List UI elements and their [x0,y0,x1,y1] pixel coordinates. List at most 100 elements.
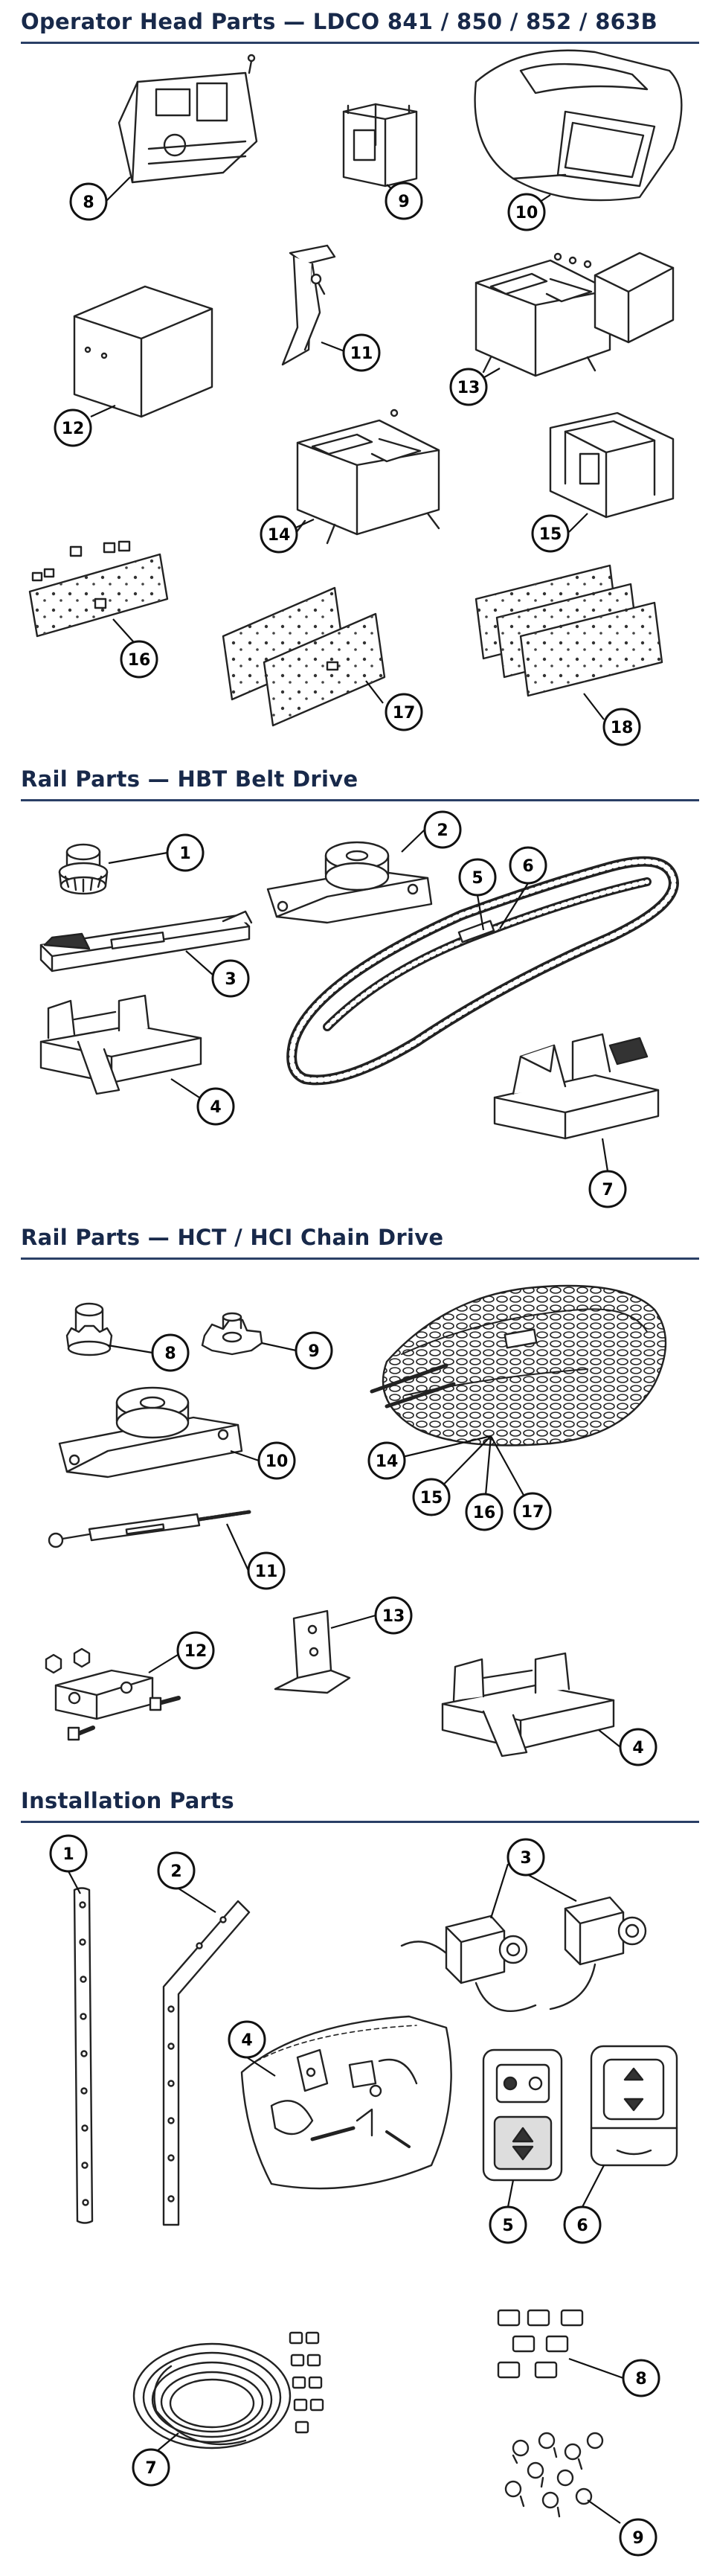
callout-label: 16 [473,1504,496,1522]
part-10-idler-pulley-illustration [58,1386,243,1478]
callout-label: 4 [241,2031,252,2050]
callout-badge: 7 [132,2448,170,2487]
callout-label: 9 [398,193,409,211]
part-10-operator-cover-illustration [474,49,683,202]
part-callouts: 8 9 10 11 12 13 14 15 16 17 18 1 2 3 4 5… [49,182,660,2557]
callout-badge: 9 [295,1331,333,1370]
callout-label: 14 [268,526,291,545]
callout-label: 5 [502,2217,513,2235]
callout-badge: 2 [423,810,462,849]
callout-badge: 14 [367,1441,406,1480]
callout-label: 4 [210,1098,221,1117]
part-9-transformer-illustration [342,103,418,188]
part-13-mounting-bracket-illustration [274,1609,351,1694]
part-7-wire-coil-illustration [132,2331,324,2450]
callout-badge: 1 [49,1834,88,1873]
callout-badge: 14 [260,515,298,554]
callout-badge: 13 [374,1596,413,1635]
part-11-bracket-illustration [281,244,336,366]
callout-label: 15 [539,525,562,544]
part-8-drive-sprocket-illustration [65,1302,113,1356]
callout-label: 6 [576,2217,588,2235]
callout-badge: 6 [509,846,547,885]
callout-label: 13 [382,1607,405,1626]
callout-label: 4 [632,1739,643,1758]
callout-label: 14 [376,1452,399,1471]
callout-label: 10 [515,204,538,222]
part-4-trolley-carriage-illustration [39,994,202,1095]
callout-badge: 3 [211,959,250,998]
callout-badge: 12 [176,1631,215,1670]
part-16-circuit-board-illustration [28,540,169,638]
callout-label: 8 [635,2370,646,2388]
callout-badge: 8 [69,182,108,221]
part-4-hardware-bag-illustration [240,2015,452,2190]
callout-label: 11 [255,1563,278,1581]
callout-label: 8 [83,193,94,212]
callout-badge: 13 [449,368,488,406]
callout-label: 7 [145,2459,156,2478]
callout-label: 17 [521,1503,544,1522]
callout-badge: 16 [120,640,158,679]
part-4-trolley-carriage-illustration [441,1652,615,1758]
callout-badge: 12 [54,408,92,447]
callout-badge: 17 [385,693,423,731]
section-divider [21,1257,699,1260]
part-7-belt-trolley-illustration [493,1033,660,1140]
callout-label: 18 [611,719,634,737]
callout-label: 12 [184,1642,208,1661]
part-11-threaded-rod-illustration [48,1510,251,1548]
callout-badge: 15 [412,1478,451,1516]
part-12-capacitor-illustration [73,285,213,418]
callout-badge: 11 [342,333,381,372]
callout-badge: 15 [531,514,570,553]
callout-label: 13 [457,379,480,397]
part-8-logic-board-housing-illustration [118,54,258,184]
leader-lines [68,176,624,2524]
callout-badge: 10 [257,1441,296,1480]
callout-badge: 4 [196,1087,235,1126]
callout-label: 6 [522,857,533,876]
section-title: Operator Head Parts — LDCO 841 / 850 / 8… [21,9,658,34]
part-5-wall-control-illustration [482,2048,563,2182]
part-3-trolley-shuttle-illustration [39,910,253,973]
part-6-wireless-keypad-illustration [590,2045,678,2167]
callout-badge: 4 [619,1728,657,1766]
part-18-circuit-board-trio-illustration [475,564,663,697]
callout-badge: 18 [602,708,641,746]
part-17-circuit-board-pair-illustration [222,586,386,727]
callout-badge: 9 [385,182,423,220]
callout-label: 16 [128,651,151,670]
callout-badge: 8 [151,1333,190,1372]
callout-label: 9 [308,1342,319,1361]
callout-label: 7 [602,1181,613,1199]
section-title: Rail Parts — HCT / HCI Chain Drive [21,1225,444,1250]
callout-label: 2 [437,821,448,840]
callout-label: 1 [179,845,190,863]
section-divider [21,1821,699,1823]
section-title: Installation Parts [21,1788,234,1813]
part-14-17-chain-illustration [370,1284,667,1446]
callout-label: 3 [520,1849,531,1868]
callout-label: 1 [62,1845,74,1864]
part-12-chain-clamp-illustration [45,1647,181,1741]
callout-badge: 1 [166,833,205,872]
callout-label: 15 [420,1489,443,1508]
section-title: Rail Parts — HBT Belt Drive [21,766,358,792]
callout-badge: 4 [228,2020,266,2059]
callout-label: 11 [350,345,373,363]
part-13-control-box-illustration [475,251,675,377]
callout-badge: 5 [489,2205,527,2244]
callout-label: 2 [170,1862,181,1881]
callout-badge: 5 [458,858,497,897]
callout-badge: 6 [563,2205,602,2244]
callout-label: 9 [632,2529,643,2548]
part-2-idler-pulley-illustration [266,841,433,924]
callout-badge: 17 [513,1492,552,1531]
callout-badge: 9 [619,2518,657,2557]
callout-label: 17 [393,704,416,723]
part-15-mounting-frame-illustration [549,411,675,519]
callout-badge: 10 [507,193,546,231]
part-9-insulated-staples-illustration [504,2432,604,2518]
